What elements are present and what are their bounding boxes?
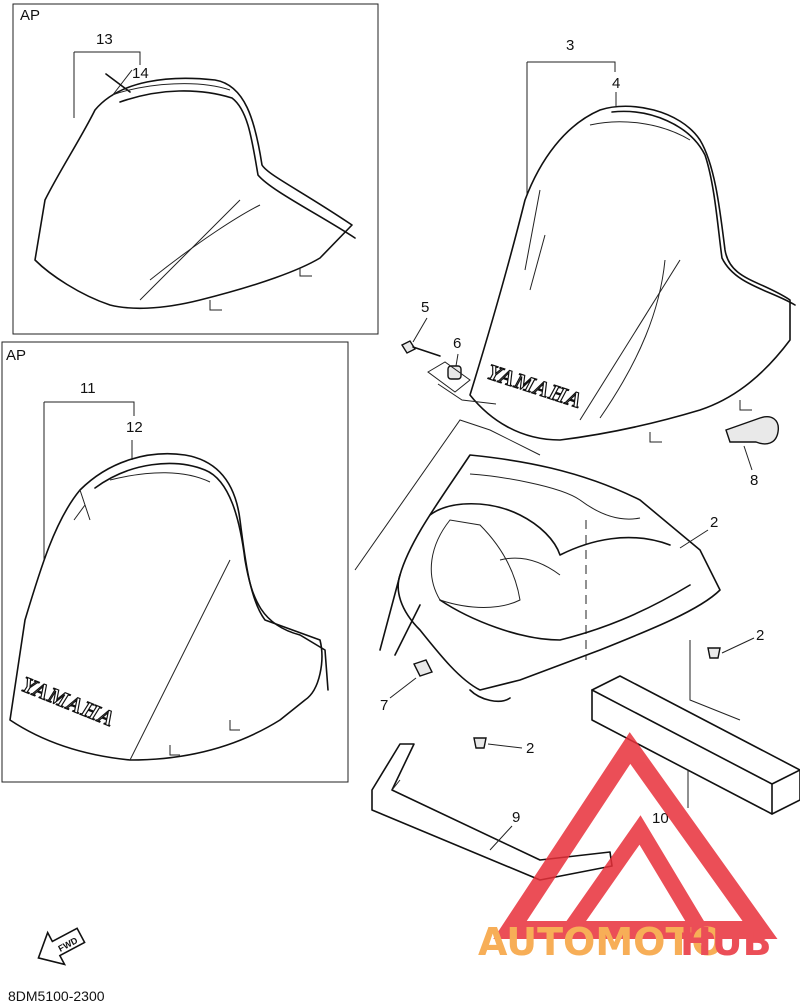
bar-10: 10	[591, 675, 800, 827]
drawing-code: 8DM5100-2300	[8, 988, 105, 1004]
bracket-9: 9	[371, 743, 613, 881]
callout-13: 13	[96, 31, 113, 48]
callout-7: 7	[380, 697, 388, 714]
callout-1: 2	[710, 514, 718, 531]
brand-logo-main: YAMAHA	[484, 359, 585, 413]
screws-2: 2 2	[473, 627, 764, 757]
callout-3: 3	[566, 37, 574, 54]
ap-label-top: AP	[20, 7, 40, 24]
callout-10: 10	[652, 810, 669, 827]
fasteners-5-6: 5 6	[400, 299, 471, 393]
main-windshield: 3 4 YAMAHA	[469, 37, 796, 443]
windshield-ap-bottom	[9, 452, 323, 761]
windshield-ap-top	[34, 77, 353, 310]
callout-2b: 2	[526, 740, 534, 757]
callout-8: 8	[750, 472, 758, 489]
callout-9: 9	[512, 809, 520, 826]
clip-8: 8	[725, 416, 779, 489]
ap-box-bottom: AP 11 12 YAMAHA	[1, 341, 349, 783]
callout-2a: 2	[756, 627, 764, 644]
callout-5: 5	[421, 299, 429, 316]
fwd-arrow: FWD	[37, 927, 86, 966]
ap-box-top: AP 13 14	[12, 3, 379, 335]
callout-14: 14	[132, 65, 149, 82]
watermark-logo: AUTOMOTO HUB	[478, 732, 778, 964]
callout-12: 12	[126, 419, 143, 436]
watermark-text-1: AUTOMOTO	[478, 920, 724, 964]
brand-logo-bottom: YAMAHA	[18, 671, 119, 731]
ap-label-bottom: AP	[6, 347, 26, 364]
callout-11: 11	[80, 380, 96, 397]
callout-4: 4	[612, 75, 620, 92]
fairing-cowl: 2	[379, 454, 721, 702]
watermark-text-2: HUB	[680, 920, 772, 964]
callout-6: 6	[453, 335, 461, 352]
screw-7: 7	[380, 659, 433, 714]
